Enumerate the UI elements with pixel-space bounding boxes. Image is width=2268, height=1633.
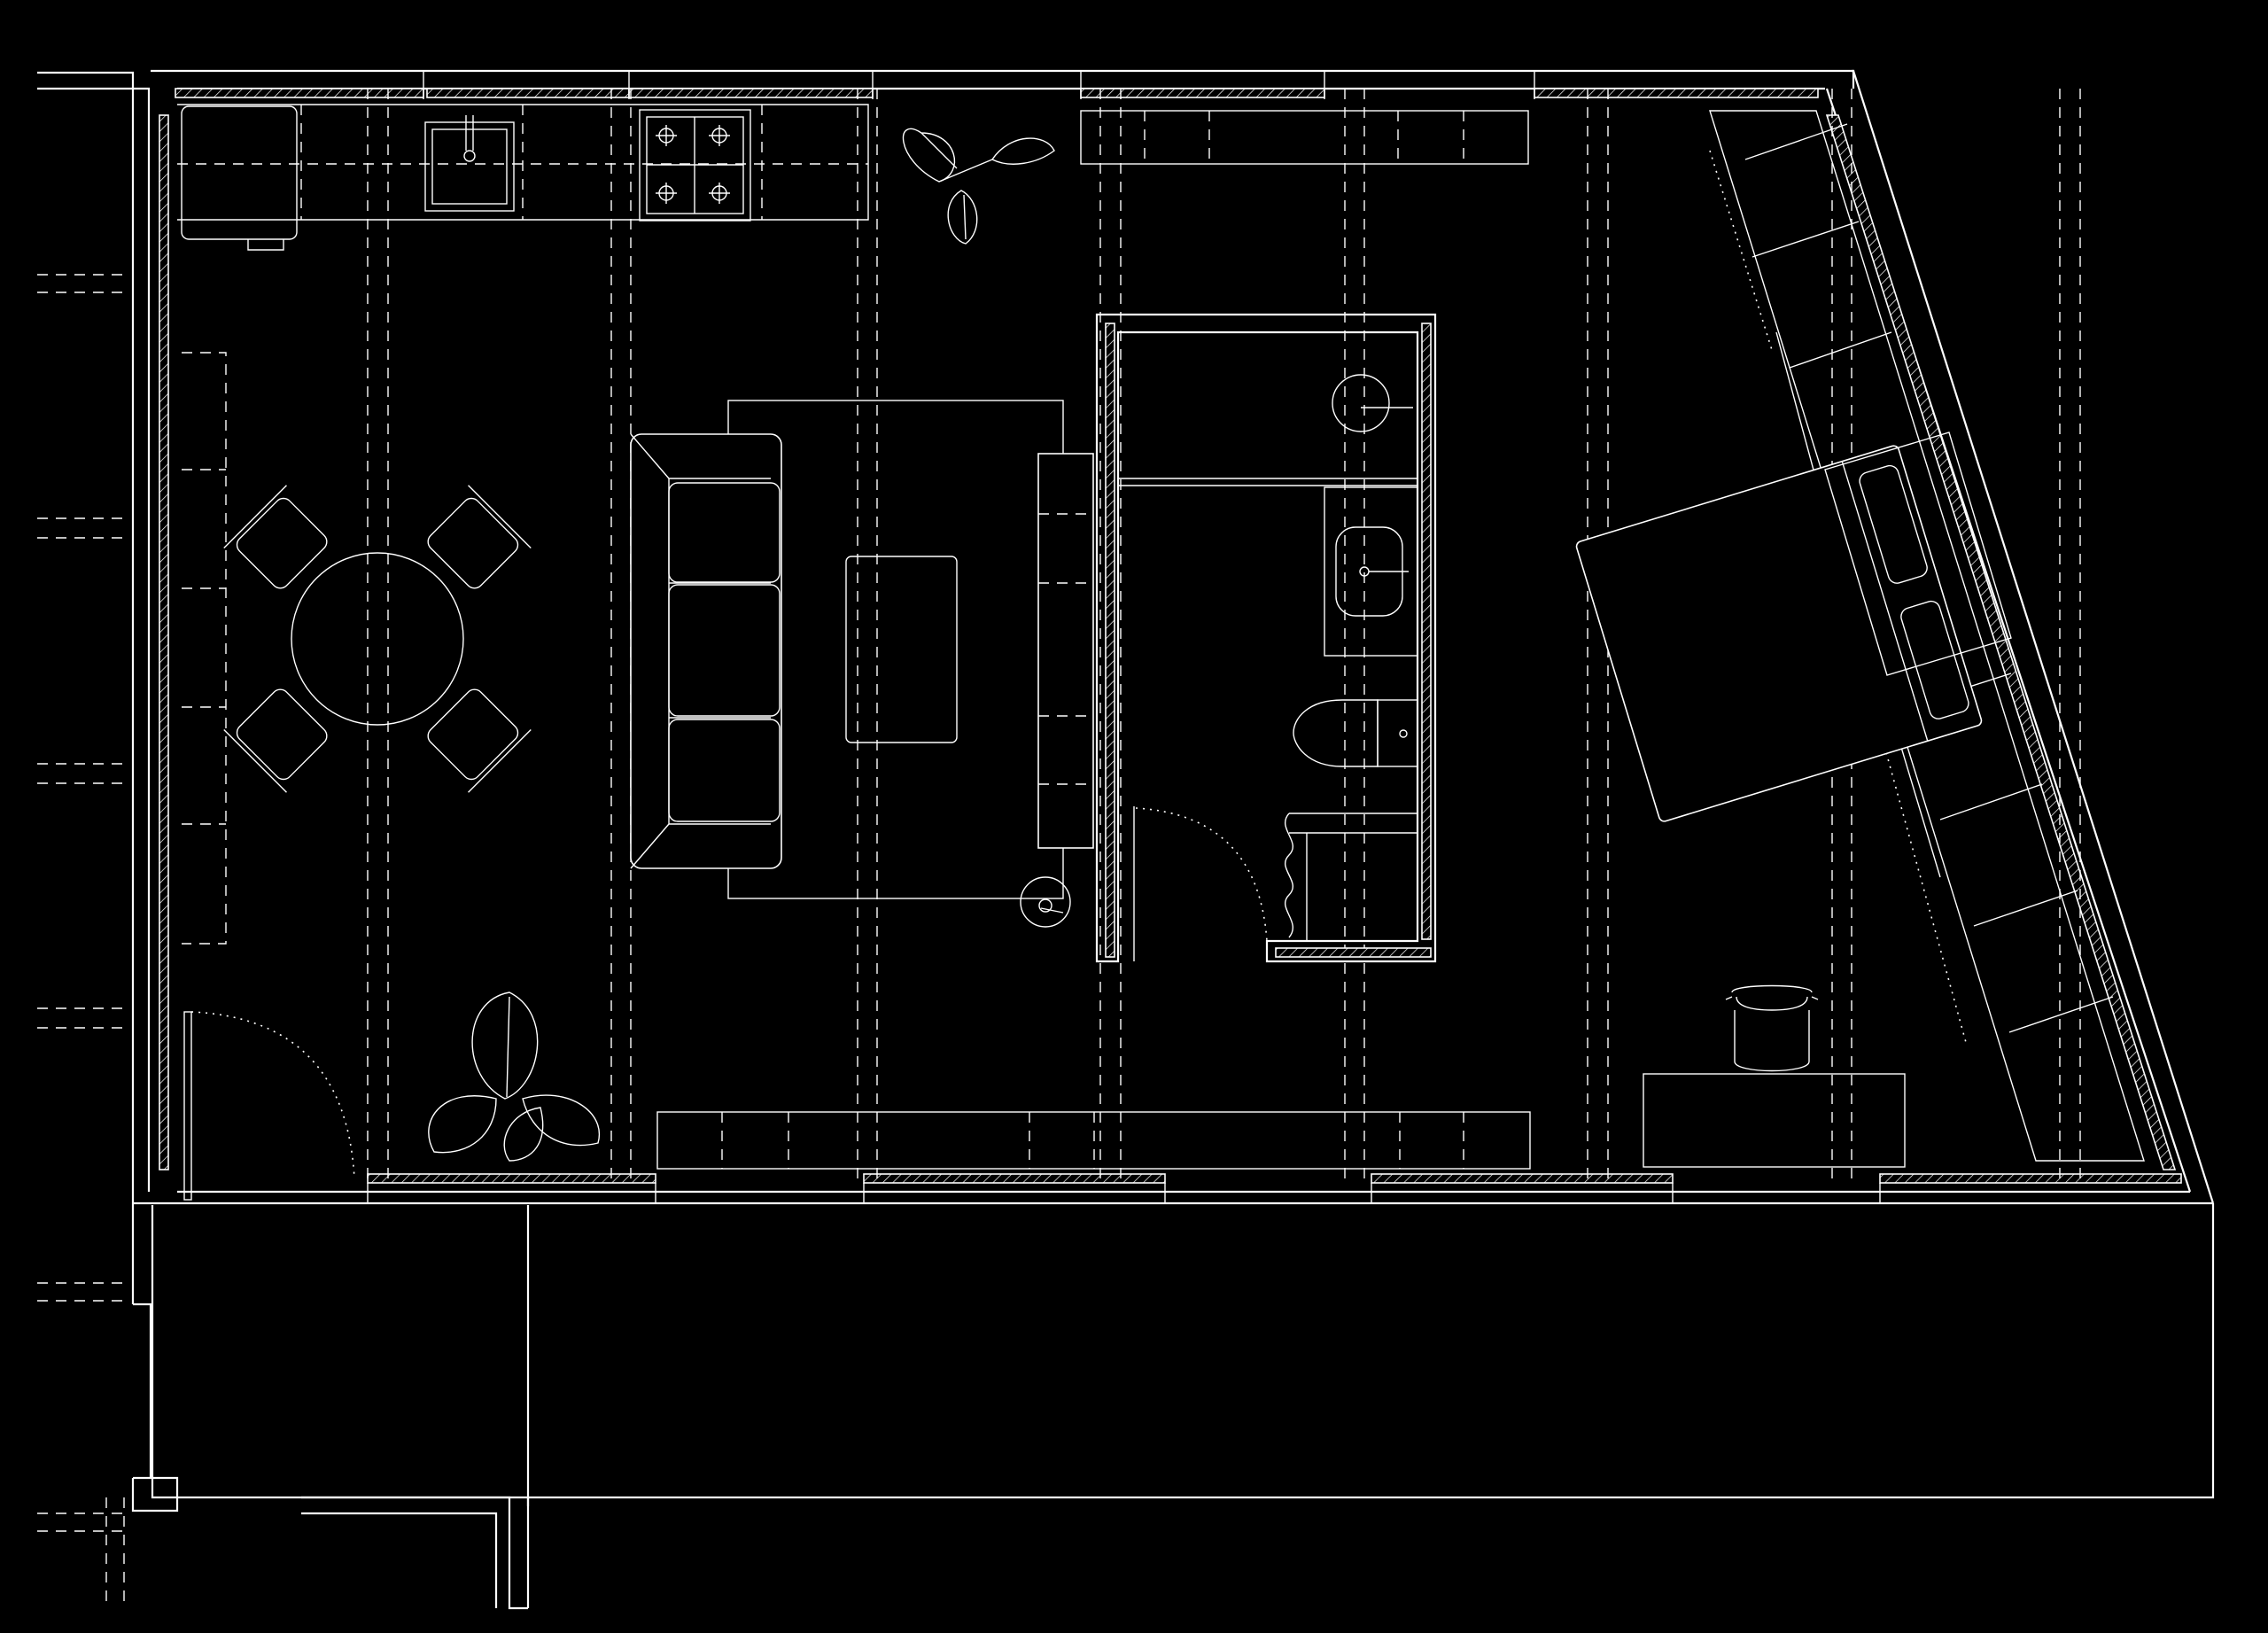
round-table-icon [291, 552, 464, 726]
desk-icon [1643, 1073, 1906, 1168]
wall-shelf-top [1080, 110, 1529, 165]
nightstand-icon [1824, 432, 2012, 676]
tv-unit-icon [1037, 453, 1094, 849]
kitchen-counter [177, 104, 869, 251]
wall-bench-left [182, 352, 227, 945]
plant-icon [902, 128, 1055, 245]
vanity-icon [1324, 486, 1418, 657]
coffee-table-icon [845, 556, 958, 743]
floor-lamp-icon [1020, 876, 1071, 928]
sofa-icon [630, 433, 782, 869]
cooktop-icon [639, 109, 751, 222]
bathroom-door-swing-icon [1135, 807, 1268, 942]
chair-icon [223, 485, 532, 793]
toilet-icon [1293, 699, 1418, 767]
sink-icon [424, 115, 515, 212]
basin-icon [1332, 374, 1413, 432]
windows [367, 71, 1881, 1203]
shower-icon [1284, 813, 1418, 941]
desk-chair-icon [1725, 984, 1819, 1072]
door-swing-icon [183, 1011, 355, 1201]
wall-cabinet-bottom [656, 1111, 1531, 1170]
wall-hatching [159, 88, 2182, 1184]
bed-icon [1575, 445, 1983, 822]
bathroom-walls [1095, 313, 1437, 963]
monstera-plant-icon [428, 991, 601, 1162]
